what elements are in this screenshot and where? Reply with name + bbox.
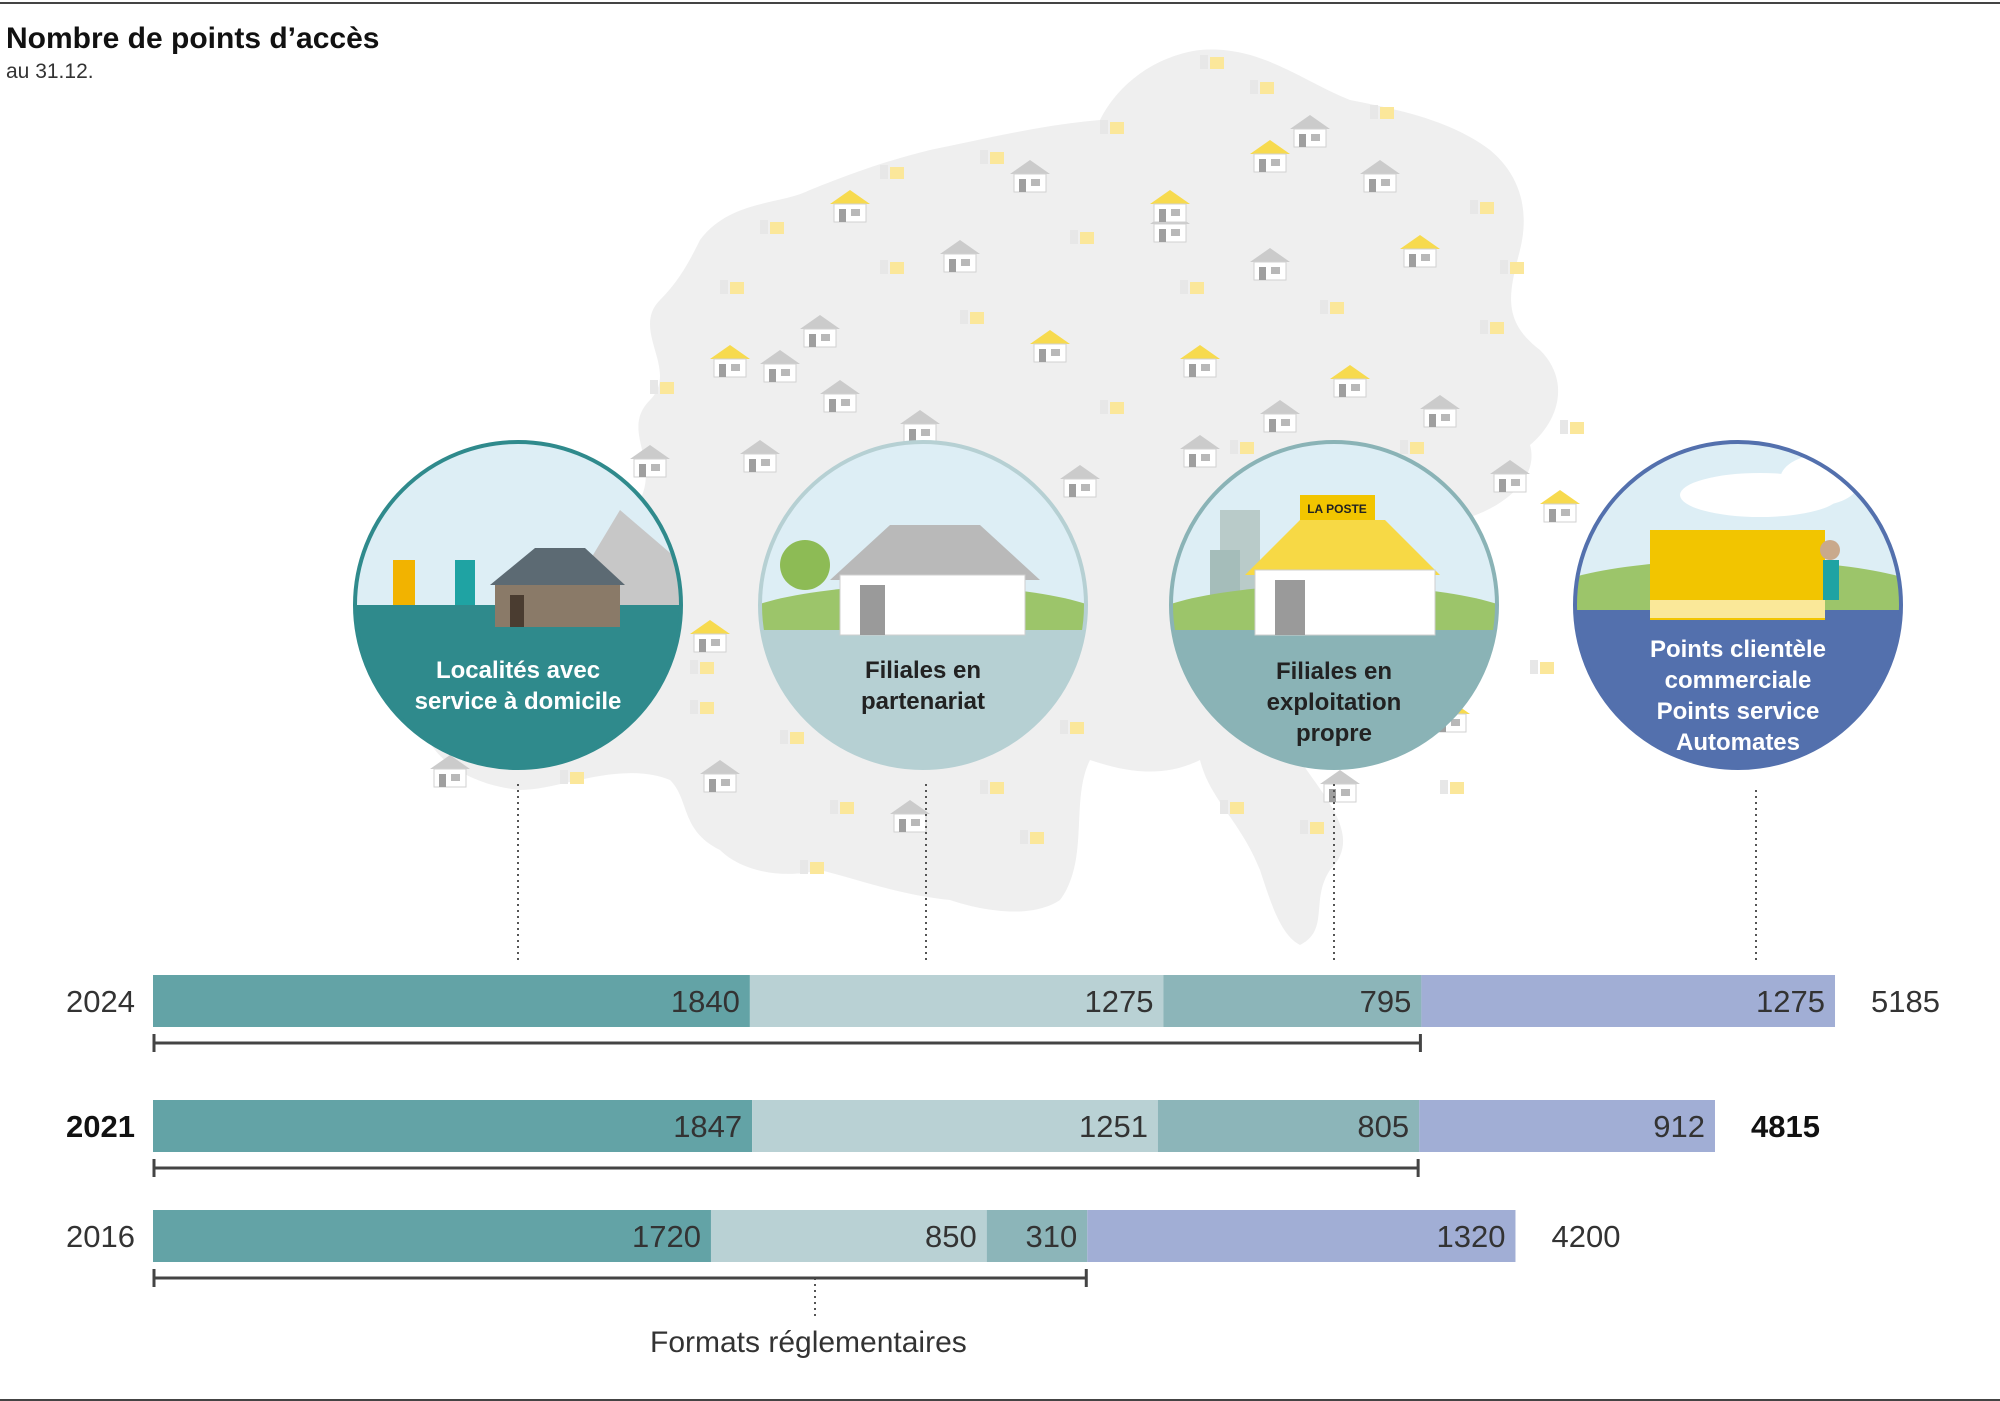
- bar-segment: [1163, 975, 1422, 1027]
- regulatory-formats-label: Formats réglementaires: [650, 1326, 967, 1359]
- bar-segment: [1421, 975, 1836, 1027]
- chart-title: Nombre de points d’accès: [6, 22, 380, 55]
- total-label: 4815: [1751, 1109, 1820, 1144]
- total-label: 4200: [1551, 1219, 1620, 1254]
- top-rule: [0, 2, 2000, 4]
- bar-segment: [986, 1210, 1088, 1262]
- category-label-home-delivery: Localités avec service à domicile: [414, 657, 622, 715]
- year-label: 2021: [66, 1109, 135, 1144]
- bar-value-label: 1840: [671, 984, 740, 1019]
- bar-value-label: 1275: [1085, 984, 1154, 1019]
- bar-value-label: 1847: [673, 1109, 742, 1144]
- bar-value-label: 912: [1653, 1109, 1705, 1144]
- bar-segment: [710, 1210, 987, 1262]
- bar-value-label: 850: [925, 1219, 977, 1254]
- bar-segment: [153, 1210, 711, 1262]
- bar-value-label: 1320: [1437, 1219, 1506, 1254]
- category-label-business-points: Points clientèle commerciale Points serv…: [1649, 636, 1827, 756]
- la-poste-logo-text: LA POSTE: [1307, 502, 1367, 516]
- chart-subtitle: au 31.12.: [6, 60, 94, 83]
- year-label: 2016: [66, 1219, 135, 1254]
- bar-value-label: 795: [1360, 984, 1412, 1019]
- category-label-partner-branches: Filiales en partenariat: [860, 657, 986, 715]
- bottom-rule: [0, 1399, 2000, 1401]
- category-label-own-branches: Filiales en exploitation propre: [1266, 658, 1402, 747]
- bar-segment: [1157, 1100, 1420, 1152]
- bar-value-label: 310: [1026, 1219, 1078, 1254]
- year-label: 2024: [66, 984, 135, 1019]
- bar-segment: [749, 975, 1164, 1027]
- bar-segment: [153, 1100, 753, 1152]
- bar-segment: [1087, 1210, 1516, 1262]
- bar-value-label: 1275: [1756, 984, 1825, 1019]
- bar-value-label: 1720: [632, 1219, 701, 1254]
- total-label: 5185: [1871, 984, 1940, 1019]
- bar-value-label: 1251: [1079, 1109, 1148, 1144]
- bar-segment: [153, 975, 750, 1027]
- bar-segment: [1419, 1100, 1715, 1152]
- bar-value-label: 805: [1357, 1109, 1409, 1144]
- bar-segment: [752, 1100, 1158, 1152]
